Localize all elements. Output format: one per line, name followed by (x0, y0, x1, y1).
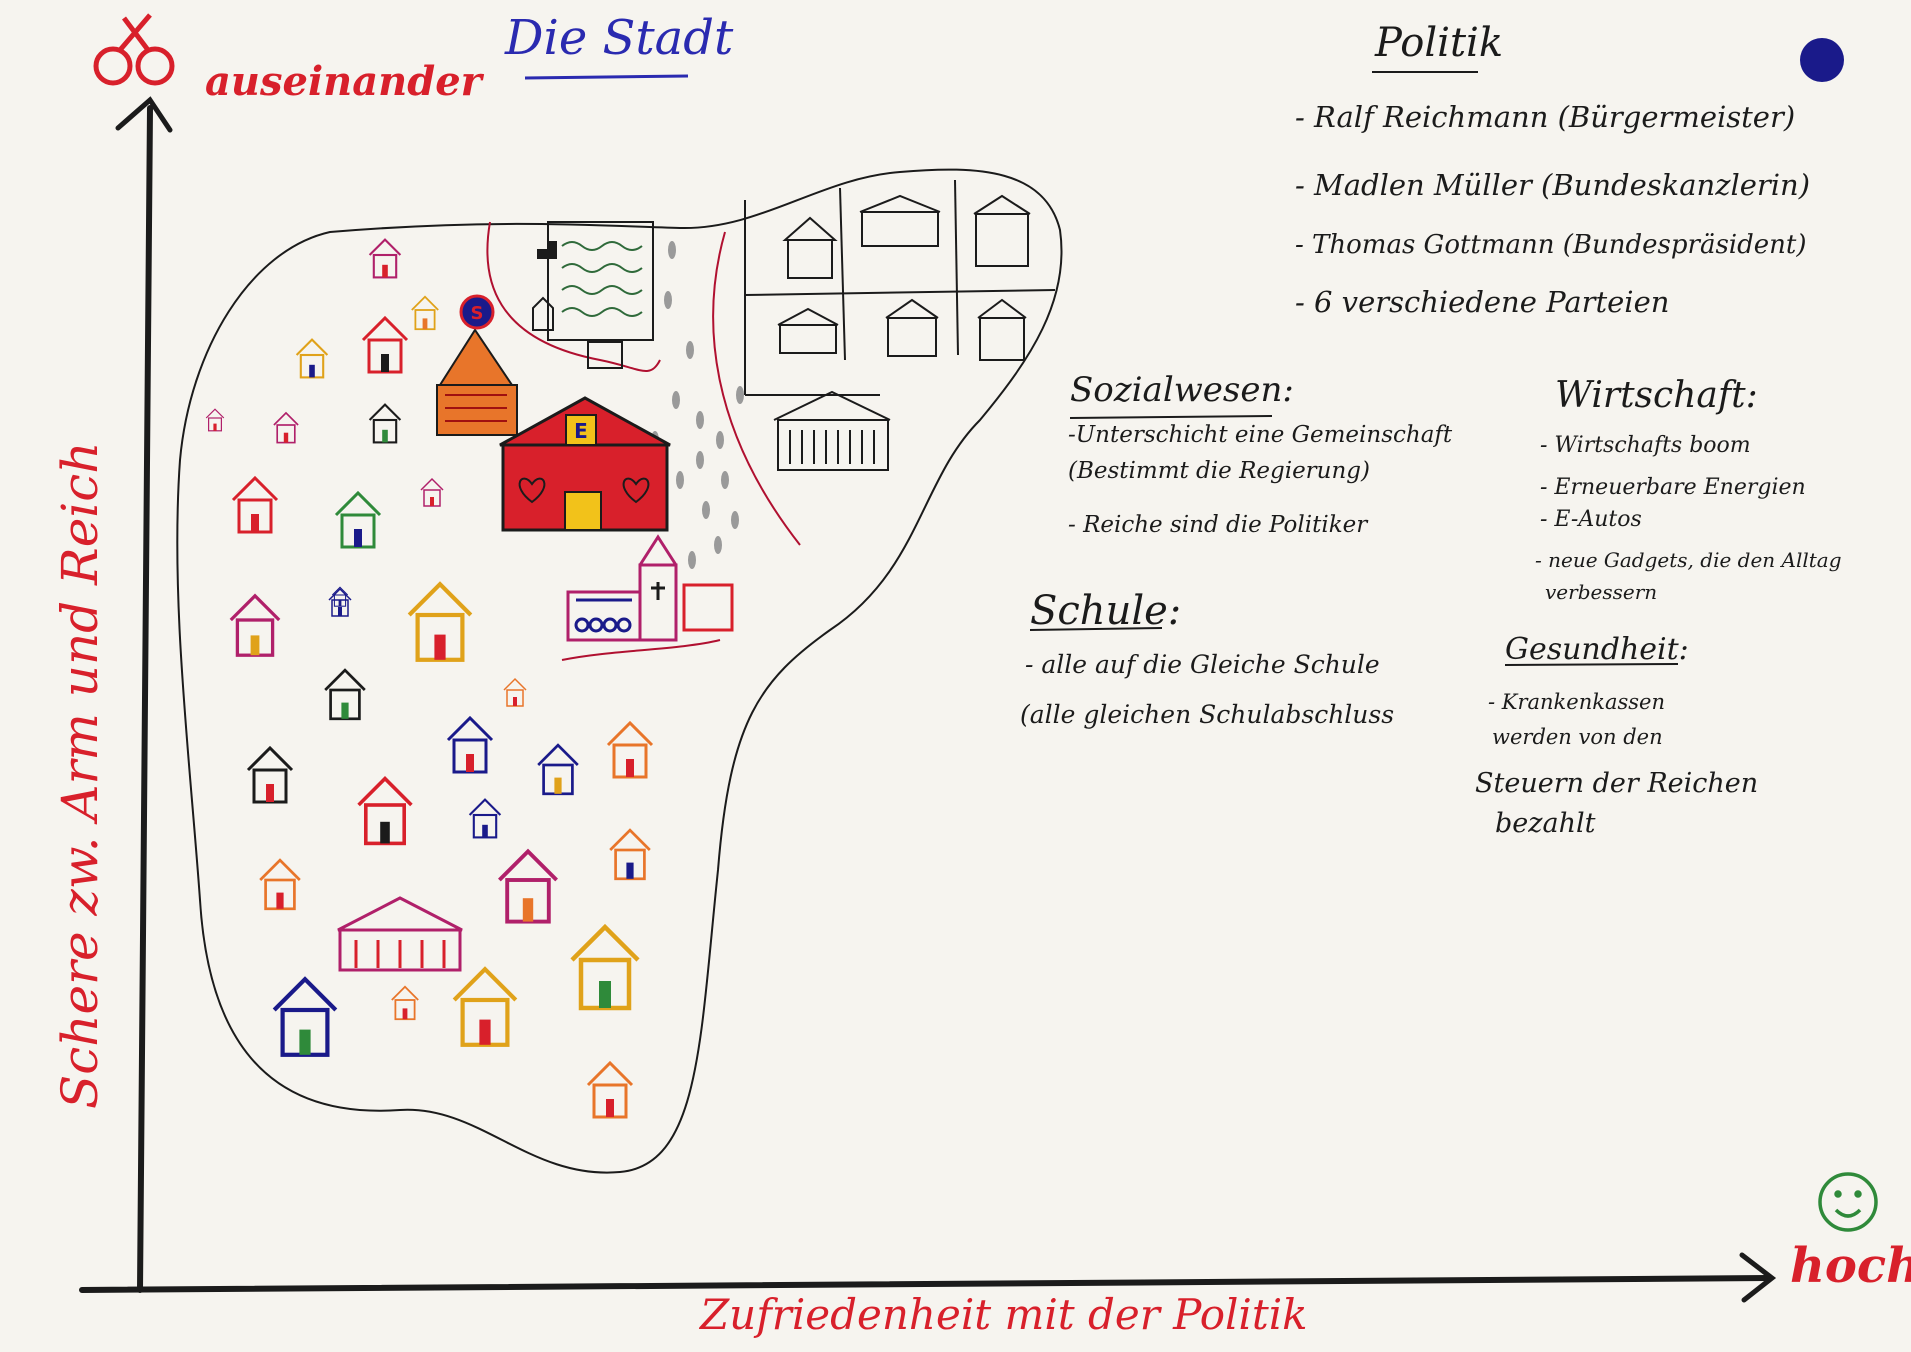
pushpin-icon (1800, 38, 1844, 82)
church (566, 534, 734, 642)
title-underline (524, 74, 689, 80)
sozialwesen-item: - Reiche sind die Politiker (1068, 512, 1368, 538)
gesundheit-item: werden von den (1492, 725, 1663, 749)
sozialwesen-heading: Sozialwesen: (1070, 370, 1294, 410)
heart-icon (518, 477, 546, 504)
wirtschaft-heading: Wirtschaft: (1555, 375, 1758, 416)
politik-heading: Politik (1375, 20, 1504, 66)
schule-item: (alle gleichen Schulabschluss (1020, 700, 1395, 729)
y-axis (115, 96, 173, 1293)
y-axis-top-label: auseinander (205, 58, 482, 105)
heart-icon (622, 477, 650, 504)
sozialwesen-item: -Unterschicht eine Gemeinschaft (1068, 422, 1453, 448)
gravel-path (651, 241, 744, 569)
x-axis-end-label: hoch (1790, 1238, 1911, 1294)
schule-heading: Schule: (1030, 588, 1182, 634)
politik-item: - Madlen Müller (Bundeskanzlerin) (1295, 168, 1811, 202)
school-building (436, 294, 518, 436)
politik-item: - 6 verschiedene Parteien (1295, 285, 1670, 319)
wirtschaft-item: - E-Autos (1540, 507, 1642, 532)
cross-icon (651, 582, 665, 600)
x-axis-label: Zufriedenheit mit der Politik (700, 1290, 1308, 1339)
politik-item: - Thomas Gottmann (Bundespräsident) (1295, 230, 1807, 260)
road-bottom (561, 639, 721, 661)
gesundheit-item: - Krankenkassen (1488, 690, 1665, 714)
wirtschaft-item: - Erneuerbare Energien (1540, 475, 1806, 500)
gesundheit-item: bezahlt (1495, 808, 1596, 839)
road-right (712, 231, 801, 546)
gesundheit-item: Steuern der Reichen (1475, 768, 1759, 799)
road-left (486, 221, 661, 372)
town-hall (337, 896, 463, 972)
wirtschaft-item: - Wirtschafts boom (1540, 433, 1751, 458)
shop-letter: E (574, 419, 588, 443)
school-letter: S (471, 303, 484, 324)
park (532, 221, 654, 369)
y-axis-label: Schere zw. Arm und Reich (51, 441, 109, 1109)
smiley-icon (1818, 1172, 1878, 1232)
politik-item: - Ralf Reichmann (Bürgermeister) (1295, 100, 1796, 134)
shop-building (499, 396, 671, 532)
x-axis (79, 1252, 1777, 1303)
wirtschaft-item: verbessern (1545, 580, 1658, 604)
houses (205, 238, 654, 1119)
city-outline (176, 168, 1063, 1174)
schule-item: - alle auf die Gleiche Schule (1025, 650, 1380, 679)
gesundheit-heading: Gesundheit: (1505, 632, 1689, 667)
wirtschaft-item: - neue Gadgets, die den Alltag (1535, 548, 1842, 572)
page-title: Die Stadt (505, 10, 734, 66)
scissors-icon (93, 13, 175, 86)
sozialwesen-item: (Bestimmt die Regierung) (1068, 458, 1370, 484)
rich-district (744, 179, 1056, 471)
